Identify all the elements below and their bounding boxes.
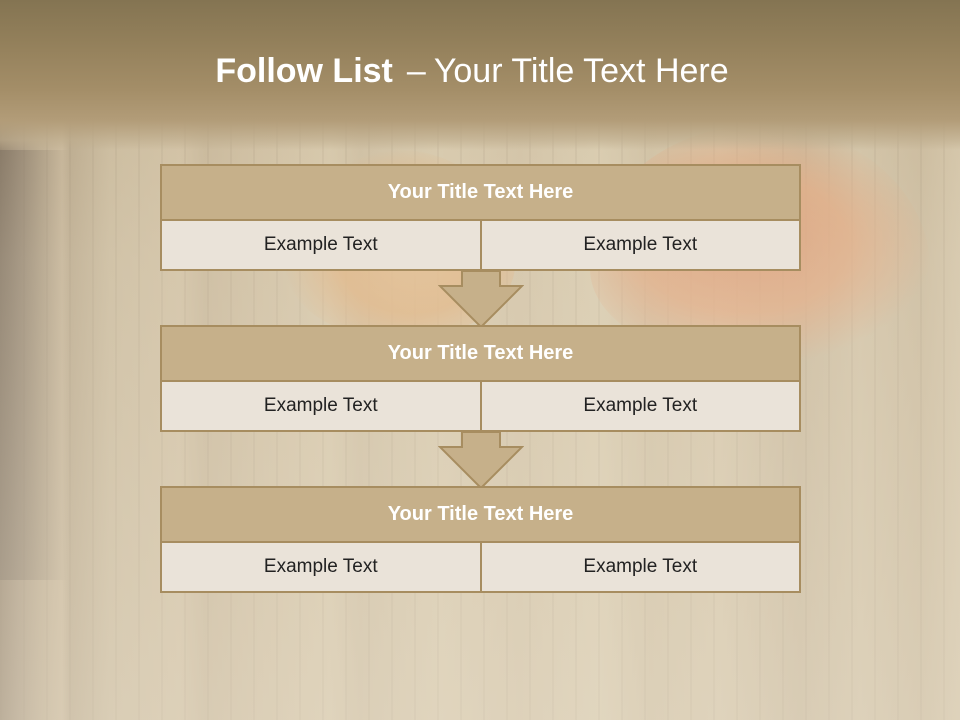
flow-block-cell-right: Example Text [481, 543, 801, 593]
flow-block-title: Your Title Text Here [160, 325, 801, 382]
flow-block-title: Your Title Text Here [160, 164, 801, 221]
arrow-down-icon [438, 270, 524, 328]
flow-block-cell-left: Example Text [160, 543, 482, 593]
title-band [0, 0, 960, 150]
flow-block-cell-left: Example Text [160, 382, 482, 432]
slide-title-bold: Follow List [215, 52, 393, 90]
flow-block-1: Your Title Text Here Example Text Exampl… [160, 164, 801, 271]
flow-block-cell-right: Example Text [481, 221, 801, 271]
arrow-down-icon [438, 431, 524, 489]
flow-block-cell-right: Example Text [481, 382, 801, 432]
flow-block-row: Example Text Example Text [160, 382, 801, 432]
flow-block-3: Your Title Text Here Example Text Exampl… [160, 486, 801, 593]
flow-block-title: Your Title Text Here [160, 486, 801, 543]
flow-block-2: Your Title Text Here Example Text Exampl… [160, 325, 801, 432]
flow-block-row: Example Text Example Text [160, 543, 801, 593]
flow-block-row: Example Text Example Text [160, 221, 801, 271]
flow-block-cell-left: Example Text [160, 221, 482, 271]
slide-title-separator: – [406, 52, 426, 90]
slide-title: Follow List–Your Title Text Here [0, 52, 944, 91]
slide-title-rest: Your Title Text Here [433, 52, 729, 90]
